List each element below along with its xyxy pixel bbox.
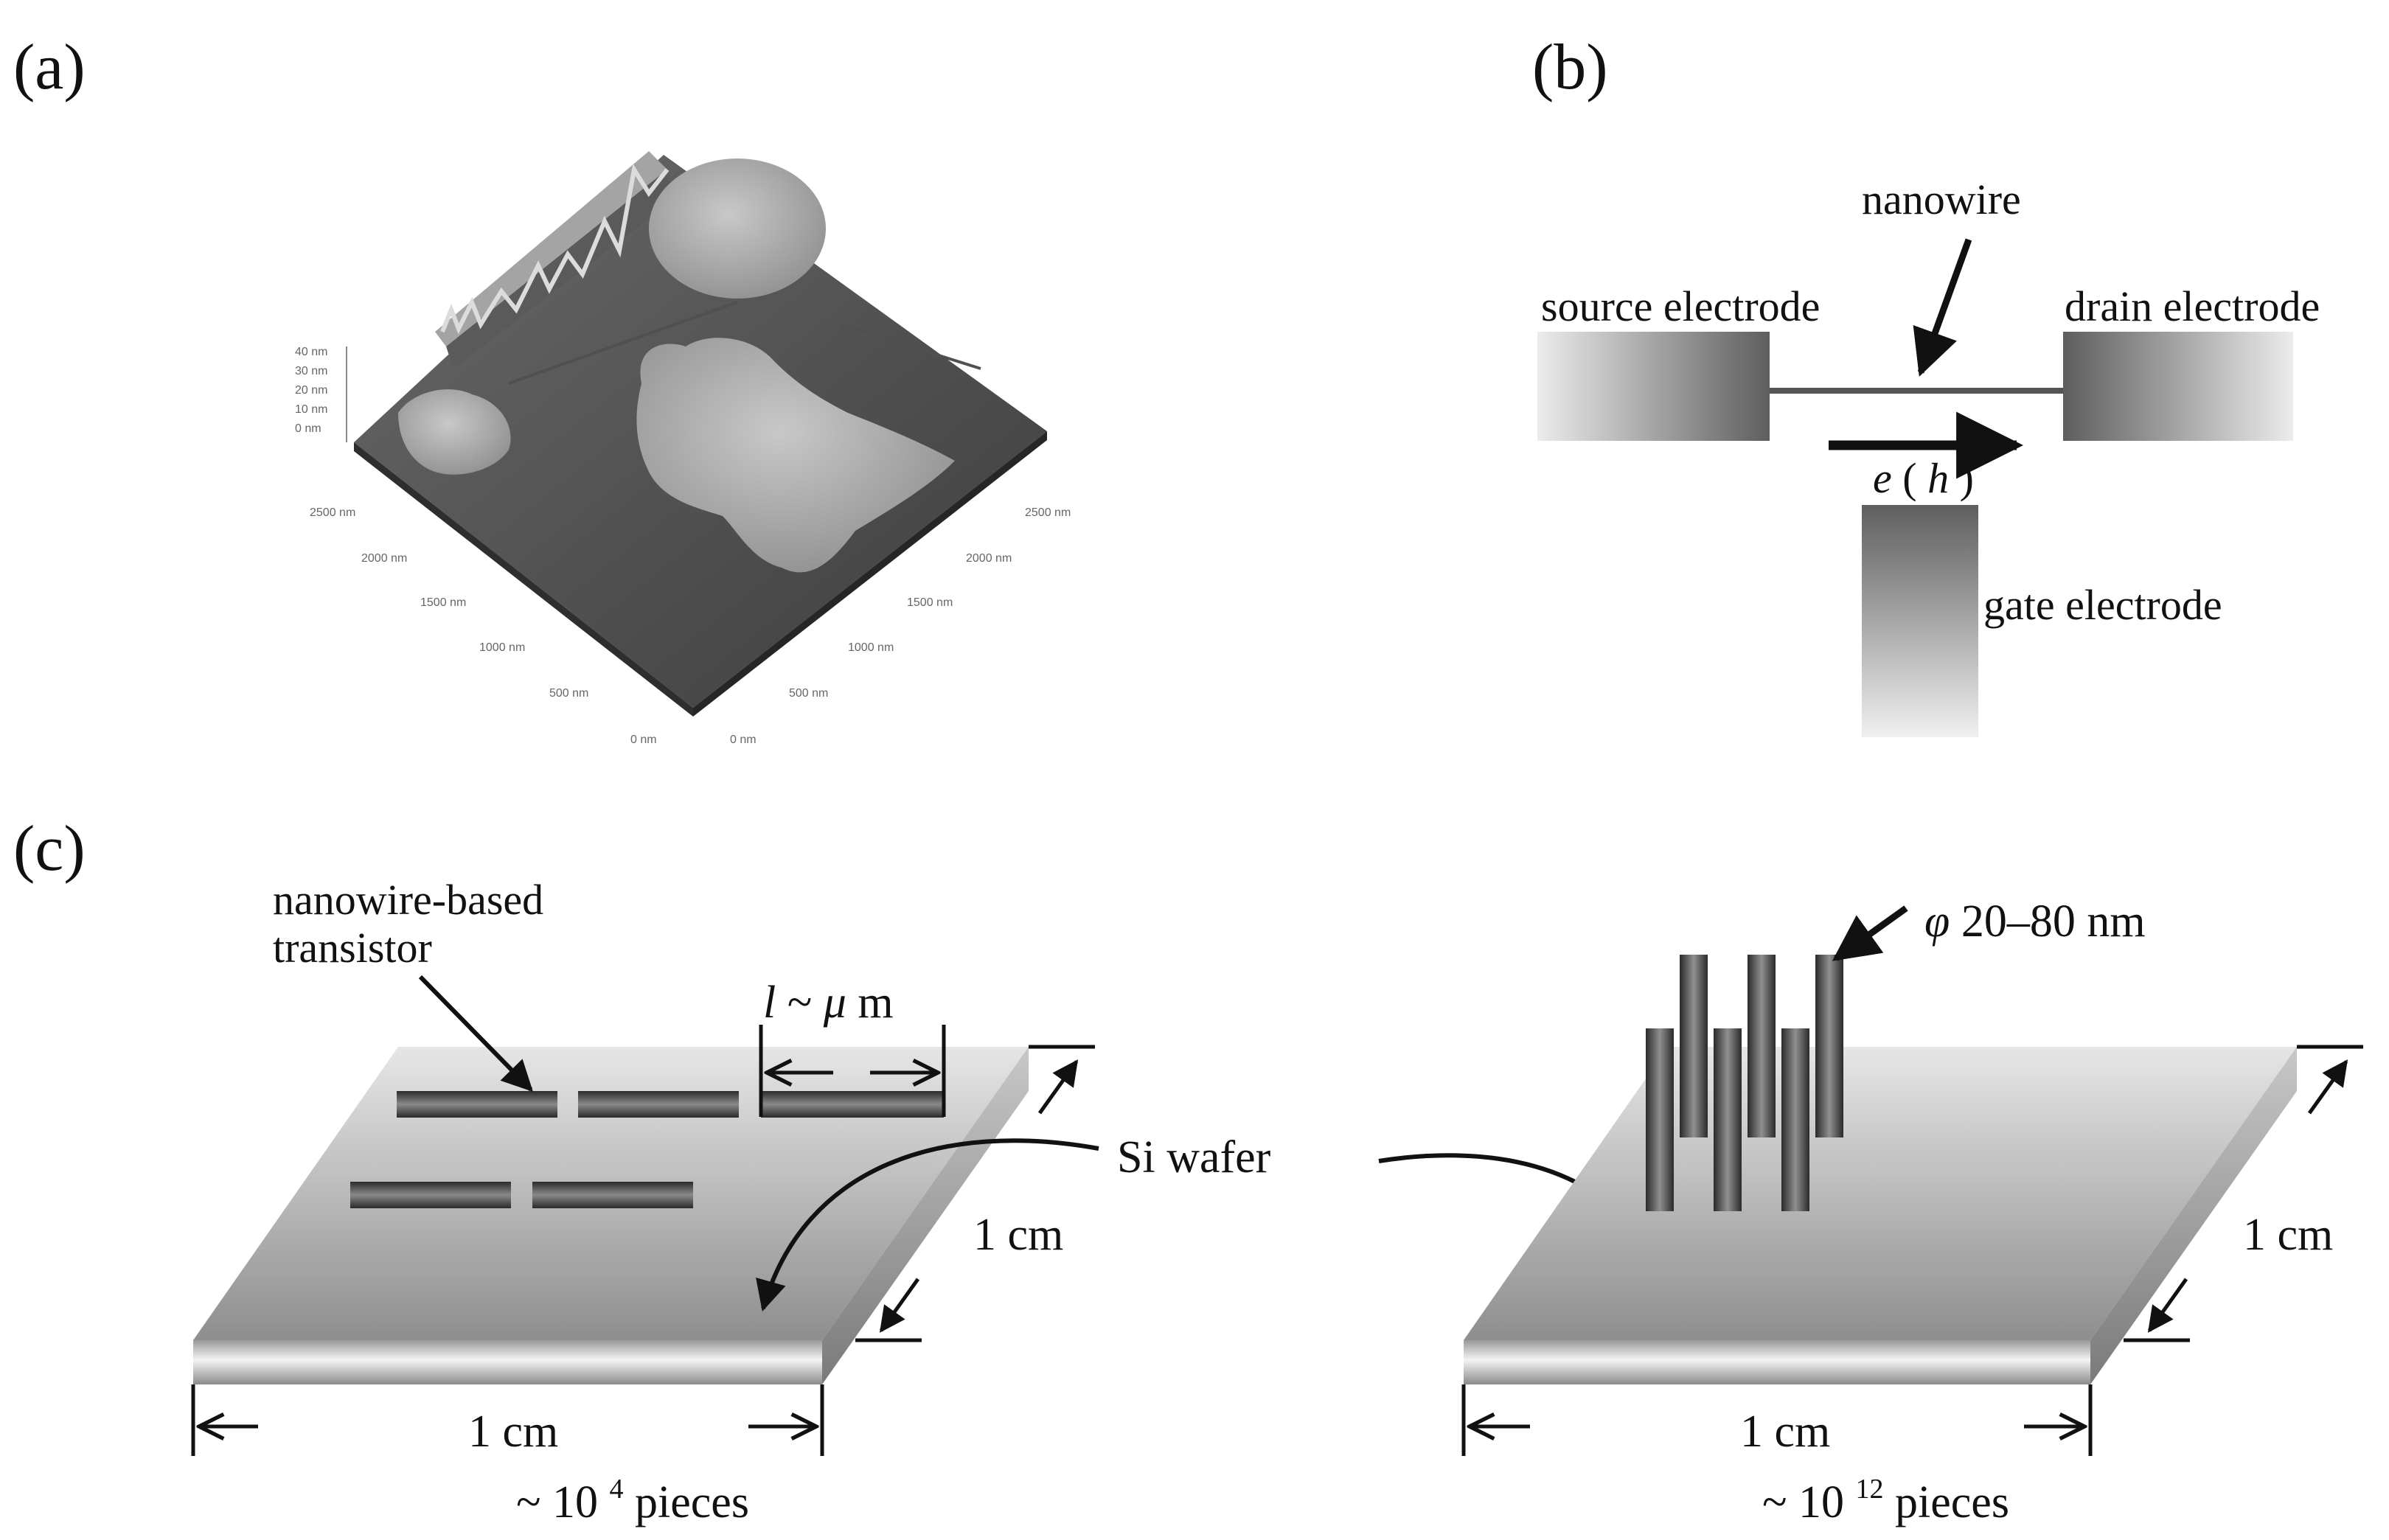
length-l: l	[763, 978, 776, 1028]
transistor-bar	[761, 1091, 944, 1118]
transistor-bar	[350, 1182, 511, 1208]
vertical-nanowire	[1714, 1028, 1742, 1211]
wafer-left-count: ~ 10 4 pieces	[516, 1458, 749, 1527]
vertical-nanowire	[1815, 955, 1843, 1137]
transistor-bar	[397, 1091, 557, 1118]
afm-right-tick-0: 0 nm	[730, 734, 757, 746]
vertical-nanowire	[1748, 955, 1776, 1137]
afm-left-tick-5: 0 nm	[630, 734, 657, 746]
count-left-exp: 4	[610, 1474, 624, 1505]
carrier-label: e ( h )	[1873, 454, 1974, 502]
afm-z-tick-1: 30 nm	[295, 365, 327, 377]
afm-right-tick-4: 2000 nm	[966, 552, 1012, 565]
afm-z-tick-4: 0 nm	[295, 422, 321, 435]
device-label-line2: transistor	[273, 924, 432, 972]
gate-electrode-label: gate electrode	[1983, 581, 2222, 629]
count-right-suffix: pieces	[1895, 1477, 2009, 1527]
wafer-left-depth-label: 1 cm	[973, 1210, 1063, 1260]
source-electrode	[1537, 332, 1770, 441]
drain-electrode	[2063, 332, 2293, 441]
afm-right-tick-1: 500 nm	[789, 687, 828, 700]
diameter-label: φ 20–80 nm	[1924, 896, 2146, 947]
drain-electrode-label: drain electrode	[2065, 282, 2320, 330]
afm-blob-top	[649, 158, 826, 299]
length-mu: μ	[823, 978, 846, 1028]
afm-right-tick-2: 1000 nm	[848, 641, 894, 654]
nanowire-label: nanowire	[1862, 175, 2021, 223]
vertical-nanowire	[1781, 1028, 1809, 1211]
wafer-right-width-label: 1 cm	[1740, 1407, 1830, 1457]
transistor-schematic: nanowire source electrode drain electrod…	[1537, 175, 2320, 737]
right-depth-arrow-top	[2307, 1059, 2348, 1115]
depth-arrow-bottom	[879, 1278, 920, 1333]
wafer-right-front	[1464, 1340, 2090, 1384]
afm-z-tick-2: 20 nm	[295, 384, 327, 397]
si-wafer-arrow-left	[756, 1138, 1099, 1312]
length-unit: m	[858, 978, 893, 1028]
count-right-prefix: ~ 10	[1762, 1477, 1844, 1527]
count-left-prefix: ~ 10	[516, 1477, 598, 1527]
diameter-symbol: φ	[1924, 896, 1950, 947]
wafer-left-side	[822, 1047, 1029, 1384]
device-length-label: l ~ μ m	[763, 978, 894, 1028]
vertical-nanowire	[1680, 955, 1708, 1137]
afm-right-tick-5: 2500 nm	[1025, 506, 1071, 519]
diameter-value: 20–80 nm	[1961, 896, 2146, 947]
right-depth-arrow-bottom	[2147, 1278, 2188, 1333]
carrier-h: h	[1927, 454, 1949, 502]
wafer-left-front	[193, 1340, 822, 1384]
gate-electrode	[1862, 505, 1978, 737]
afm-left-tick-2: 1500 nm	[420, 596, 466, 609]
carrier-open-paren: (	[1902, 454, 1916, 502]
length-tilde: ~	[787, 978, 824, 1028]
afm-ridge-spikes	[440, 163, 670, 335]
afm-z-tick-0: 40 nm	[295, 346, 327, 358]
afm-blob-large	[636, 338, 955, 573]
afm-left-tick-0: 2500 nm	[310, 506, 355, 519]
afm-base-front-right	[693, 431, 1047, 717]
source-electrode-label: source electrode	[1541, 282, 1820, 330]
panel-label-b: (b)	[1532, 32, 1608, 103]
count-left-suffix: pieces	[635, 1477, 749, 1527]
depth-arrow-top	[1037, 1059, 1079, 1115]
count-right-exp: 12	[1856, 1474, 1884, 1505]
afm-base-front-left	[354, 442, 693, 717]
afm-z-tick-3: 10 nm	[295, 403, 327, 416]
afm-ridge	[435, 151, 667, 346]
wafer-right-depth-label: 1 cm	[2243, 1210, 2333, 1260]
device-pointer-arrow	[418, 975, 533, 1092]
wafer-right-side	[2090, 1047, 2297, 1384]
afm-left-tick-4: 500 nm	[549, 687, 588, 700]
wafer-right: φ 20–80 nm 1 cm 1 cm ~ 10 12 pieces	[1461, 896, 2363, 1527]
panel-label-c: (c)	[13, 813, 86, 885]
afm-grain-line	[508, 301, 981, 385]
wafer-left: nanowire-based transistor l ~ μ m 1 cm 1…	[191, 876, 1095, 1527]
afm-left-tick-1: 2000 nm	[361, 552, 407, 565]
afm-right-tick-3: 1500 nm	[907, 596, 953, 609]
afm-surface-image: 40 nm 30 nm 20 nm 10 nm 0 nm 2500 nm 200…	[295, 151, 1071, 746]
carrier-close-paren: )	[1960, 454, 1974, 502]
afm-blob-small	[398, 389, 511, 475]
carrier-e: e	[1873, 454, 1892, 502]
transistor-bar	[532, 1182, 693, 1208]
device-label-line1: nanowire-based	[273, 876, 543, 924]
panel-label-a: (a)	[13, 32, 86, 103]
nanowire-pointer-arrow	[1913, 238, 1972, 377]
wafer-right-count: ~ 10 12 pieces	[1762, 1458, 2009, 1527]
si-wafer-label: Si wafer	[1117, 1132, 1271, 1182]
vertical-nanowire	[1646, 1028, 1674, 1211]
transistor-bar	[578, 1091, 739, 1118]
diameter-pointer-arrow	[1832, 905, 1908, 961]
wafer-left-width-label: 1 cm	[468, 1407, 558, 1457]
afm-left-tick-3: 1000 nm	[479, 641, 525, 654]
